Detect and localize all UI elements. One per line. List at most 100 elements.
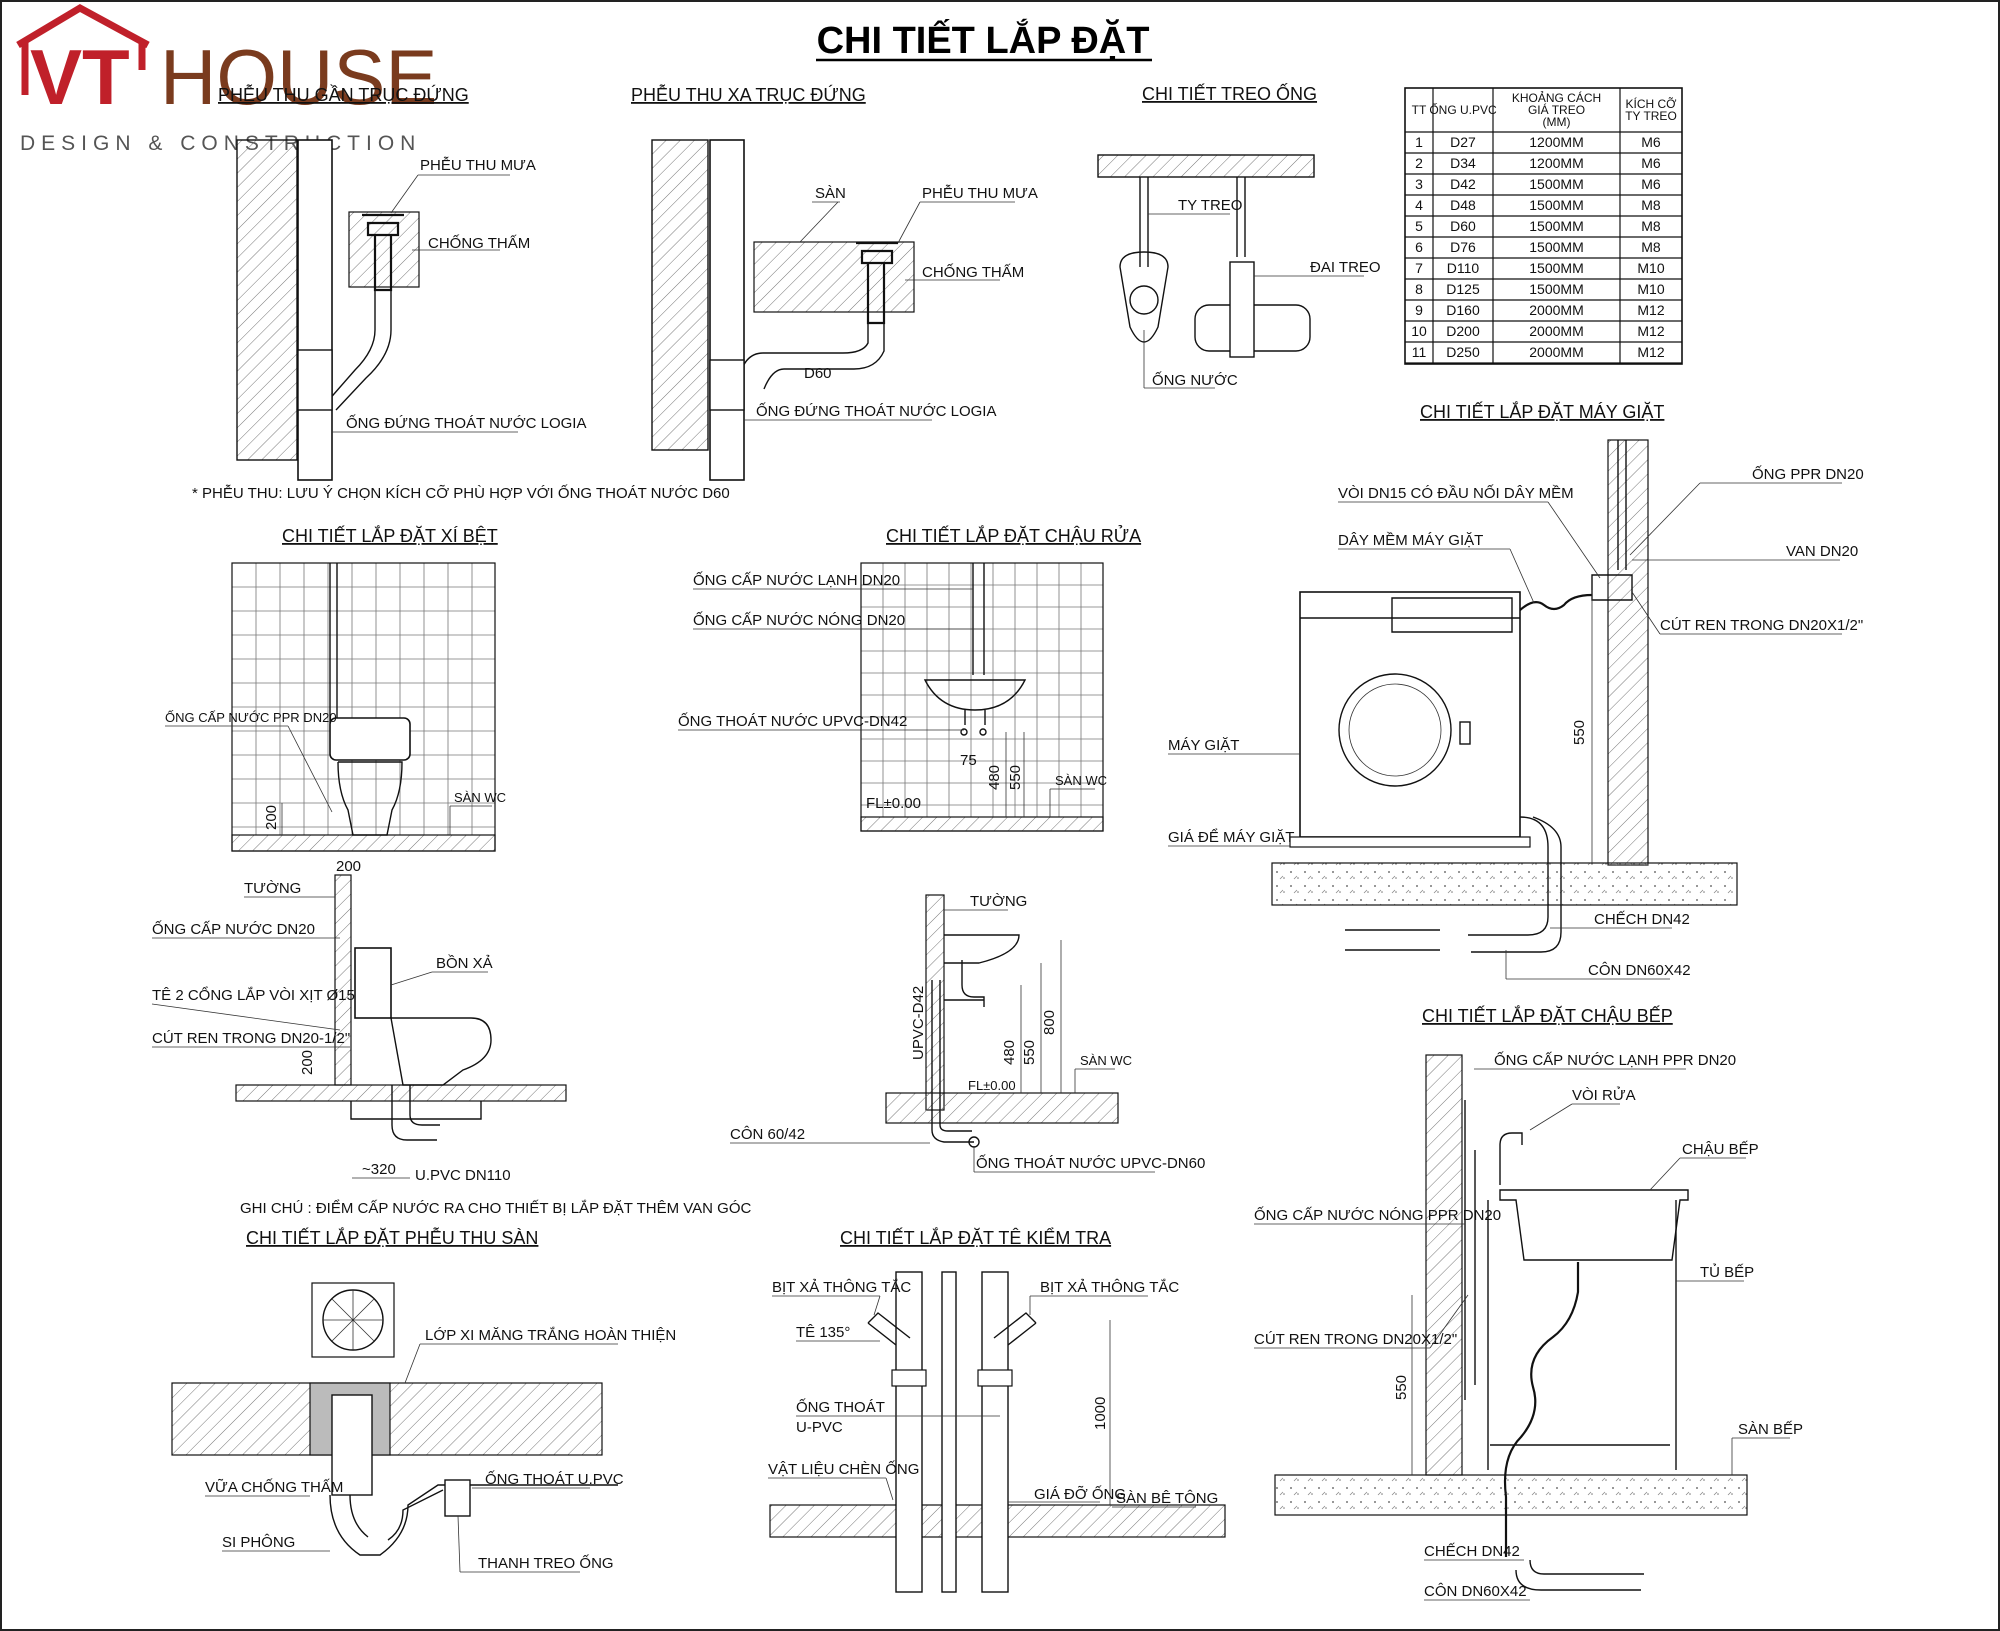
toilet-label-3: 200 <box>263 805 280 830</box>
kitchen-label-1: ỐNG CẤP NƯỚC LẠNH PPR DN20 <box>1494 1051 1736 1069</box>
table-cell: M6 <box>1641 134 1661 150</box>
toilet-label-1: ỐNG CẤP NƯỚC PPR DN20 <box>165 710 337 725</box>
kitchen-label-3: CHẬU BẾP <box>1682 1141 1759 1158</box>
toilet-sec-label-9: U.PVC DN110 <box>415 1167 511 1184</box>
basin-side-label-7: FL±0.00 <box>968 1078 1016 1093</box>
table-cell: D250 <box>1446 344 1480 360</box>
floor-drain-label-4: SI PHÔNG <box>222 1534 295 1551</box>
kitchen-sink-drawing: CHI TIẾT LẮP ĐẶT CHẬU BẾP ỐNG CẤP NƯỚC L… <box>1254 1005 1803 1601</box>
table-cell: 1500MM <box>1529 218 1583 234</box>
table-cell: D110 <box>1447 260 1480 276</box>
page-title: CHI TIẾT LẮP ĐẶT <box>817 18 1150 62</box>
floor-drain-drawing: CHI TIẾT LẮP ĐẶT PHỄU THU SÀN LỚP XI MĂN… <box>171 1227 676 1573</box>
table-cell: 10 <box>1411 323 1427 339</box>
table-cell: M12 <box>1637 302 1664 318</box>
pipe-hanger-title: CHI TIẾT TREO ỐNG <box>1142 83 1317 104</box>
cleanout-title: CHI TIẾT LẮP ĐẶT TÊ KIỂM TRA <box>840 1227 1111 1248</box>
cleanout-label-8: GIÁ ĐỠ ỐNG <box>1034 1485 1126 1503</box>
basin-label-3: ỐNG THOÁT NƯỚC UPVC-DN42 <box>678 712 907 730</box>
washer-label-4: VAN DN20 <box>1786 543 1858 560</box>
toilet-sec-label-7: 200 <box>299 1050 316 1075</box>
table-cell: 1500MM <box>1529 239 1583 255</box>
table-cell: M12 <box>1637 323 1664 339</box>
washer-label-5: CÚT REN TRONG DN20X1/2" <box>1660 617 1863 634</box>
toilet-title: CHI TIẾT LẮP ĐẶT XÍ BỆT <box>282 525 498 546</box>
toilet-note: GHI CHÚ : ĐIỂM CẤP NƯỚC RA CHO THIẾT BỊ … <box>240 1199 751 1217</box>
table-cell: M6 <box>1641 176 1661 192</box>
table-cell: 5 <box>1415 218 1423 234</box>
table-cell: D34 <box>1450 155 1476 171</box>
table-cell: D125 <box>1446 281 1480 297</box>
logo-roof-icon <box>16 3 150 95</box>
table-header-cell: TY TREO <box>1625 109 1677 123</box>
funnel-far-label-2: PHỄU THU MƯA <box>922 185 1038 202</box>
basin-side-label-8: CÔN 60/42 <box>730 1126 805 1143</box>
toilet-section-drawing: 200 TƯỜNG ỐNG CẤP NƯỚC DN20 BỒN XẢ TÊ 2 … <box>151 858 751 1217</box>
pipe-hanger-label-2: ĐAI TREO <box>1310 259 1381 276</box>
washer-label-8: GIÁ ĐỂ MÁY GIẶT <box>1168 828 1294 846</box>
basin-side-label-1: TƯỜNG <box>970 893 1027 910</box>
cleanout-label-3: TÊ 135° <box>796 1324 850 1341</box>
cleanout-tee-drawing: CHI TIẾT LẮP ĐẶT TÊ KIỂM TRA BỊT XẢ THÔN… <box>768 1227 1226 1593</box>
kitchen-label-5: TỦ BẾP <box>1700 1263 1754 1281</box>
table-header-cell: KHOẢNG CÁCH <box>1512 90 1601 105</box>
kitchen-label-7: 550 <box>1393 1375 1410 1400</box>
table-cell: 2 <box>1415 155 1423 171</box>
table-cell: 4 <box>1415 197 1423 213</box>
basin-front-drawing: CHI TIẾT LẮP ĐẶT CHẬU RỬA ỐNG CẤP NƯỚC L… <box>678 525 1141 832</box>
kitchen-title: CHI TIẾT LẮP ĐẶT CHẬU BẾP <box>1422 1005 1673 1026</box>
basin-side-label-4: 550 <box>1021 1040 1038 1065</box>
funnel-near-note: * PHỄU THU: LƯU Ý CHỌN KÍCH CỠ PHÙ HỢP V… <box>192 484 730 502</box>
funnel-far-label-5: ỐNG ĐỨNG THOÁT NƯỚC LOGIA <box>756 402 996 420</box>
table-cell: M10 <box>1637 281 1664 297</box>
toilet-front-drawing: CHI TIẾT LẮP ĐẶT XÍ BỆT ỐNG CẤP NƯỚC PPR… <box>165 525 506 852</box>
toilet-sec-label-1: 200 <box>336 858 361 875</box>
pipe-hanger-label-1: TY TREO <box>1178 197 1242 214</box>
table-cell: 1200MM <box>1529 134 1583 150</box>
funnel-far-label-1: SÀN <box>815 185 846 202</box>
table-header-cell: GIÁ TREO <box>1528 102 1585 117</box>
table-cell: D200 <box>1446 323 1480 339</box>
washer-label-3: DÂY MỀM MÁY GIẶT <box>1338 532 1483 549</box>
table-cell: 2000MM <box>1529 302 1583 318</box>
logo-vt: VT <box>30 33 130 121</box>
kitchen-label-9: CHẾCH DN42 <box>1424 1543 1520 1560</box>
table-cell: 9 <box>1415 302 1423 318</box>
cleanout-label-9: SÀN BÊ TÔNG <box>1116 1490 1218 1507</box>
vt-house-logo: VT HOUSE DESIGN & CONSTRUCTION <box>16 3 437 155</box>
washer-label-6: 550 <box>1571 720 1588 745</box>
table-cell: 3 <box>1415 176 1423 192</box>
table-cell: D48 <box>1450 197 1476 213</box>
table-cell: M12 <box>1637 344 1664 360</box>
washer-label-2: ỐNG PPR DN20 <box>1752 465 1864 483</box>
basin-title: CHI TIẾT LẮP ĐẶT CHẬU RỬA <box>886 525 1141 546</box>
basin-label-7: SÀN WC <box>1055 773 1107 788</box>
kitchen-label-2: VÒI RỬA <box>1572 1086 1636 1104</box>
table-cell: 2000MM <box>1529 344 1583 360</box>
basin-side-drawing: TƯỜNG UPVC-D42 480 550 800 SÀN WC FL±0.0… <box>730 893 1205 1173</box>
table-cell: 6 <box>1415 239 1423 255</box>
table-header-cell: TT <box>1412 103 1427 117</box>
table-cell: M8 <box>1641 197 1661 213</box>
basin-side-label-5: 800 <box>1041 1010 1058 1035</box>
table-cell: 8 <box>1415 281 1423 297</box>
washer-label-1: VÒI DN15 CÓ ĐẦU NỐI DÂY MỀM <box>1338 484 1574 502</box>
table-cell: 1500MM <box>1529 197 1583 213</box>
floor-drain-label-2: VỮA CHỐNG THẤM <box>205 1478 343 1496</box>
basin-label-1: ỐNG CẤP NƯỚC LẠNH DN20 <box>693 571 900 589</box>
funnel-near-drawing: PHỄU THU GẦN TRỤC ĐỨNG PHỄU THU MƯA CHỐN… <box>192 84 730 502</box>
basin-side-label-3: 480 <box>1001 1040 1018 1065</box>
floor-drain-label-1: LỚP XI MĂNG TRẮNG HOÀN THIỆN <box>425 1326 676 1344</box>
cleanout-label-1: BỊT XẢ THÔNG TẮC <box>772 1278 911 1296</box>
table-cell: 1200MM <box>1529 155 1583 171</box>
basin-label-8: FL±0.00 <box>866 795 921 812</box>
table-cell: D42 <box>1450 176 1476 192</box>
toilet-label-2: SÀN WC <box>454 790 506 805</box>
funnel-near-label-3: ỐNG ĐỨNG THOÁT NƯỚC LOGIA <box>346 414 586 432</box>
pipe-hanger-label-3: ỐNG NƯỚC <box>1152 371 1238 389</box>
funnel-far-drawing: PHỄU THU XA TRỤC ĐỨNG SÀN PHỄU THU MƯA C… <box>631 84 1038 481</box>
table-cell: 7 <box>1415 260 1423 276</box>
table-cell: M8 <box>1641 239 1661 255</box>
